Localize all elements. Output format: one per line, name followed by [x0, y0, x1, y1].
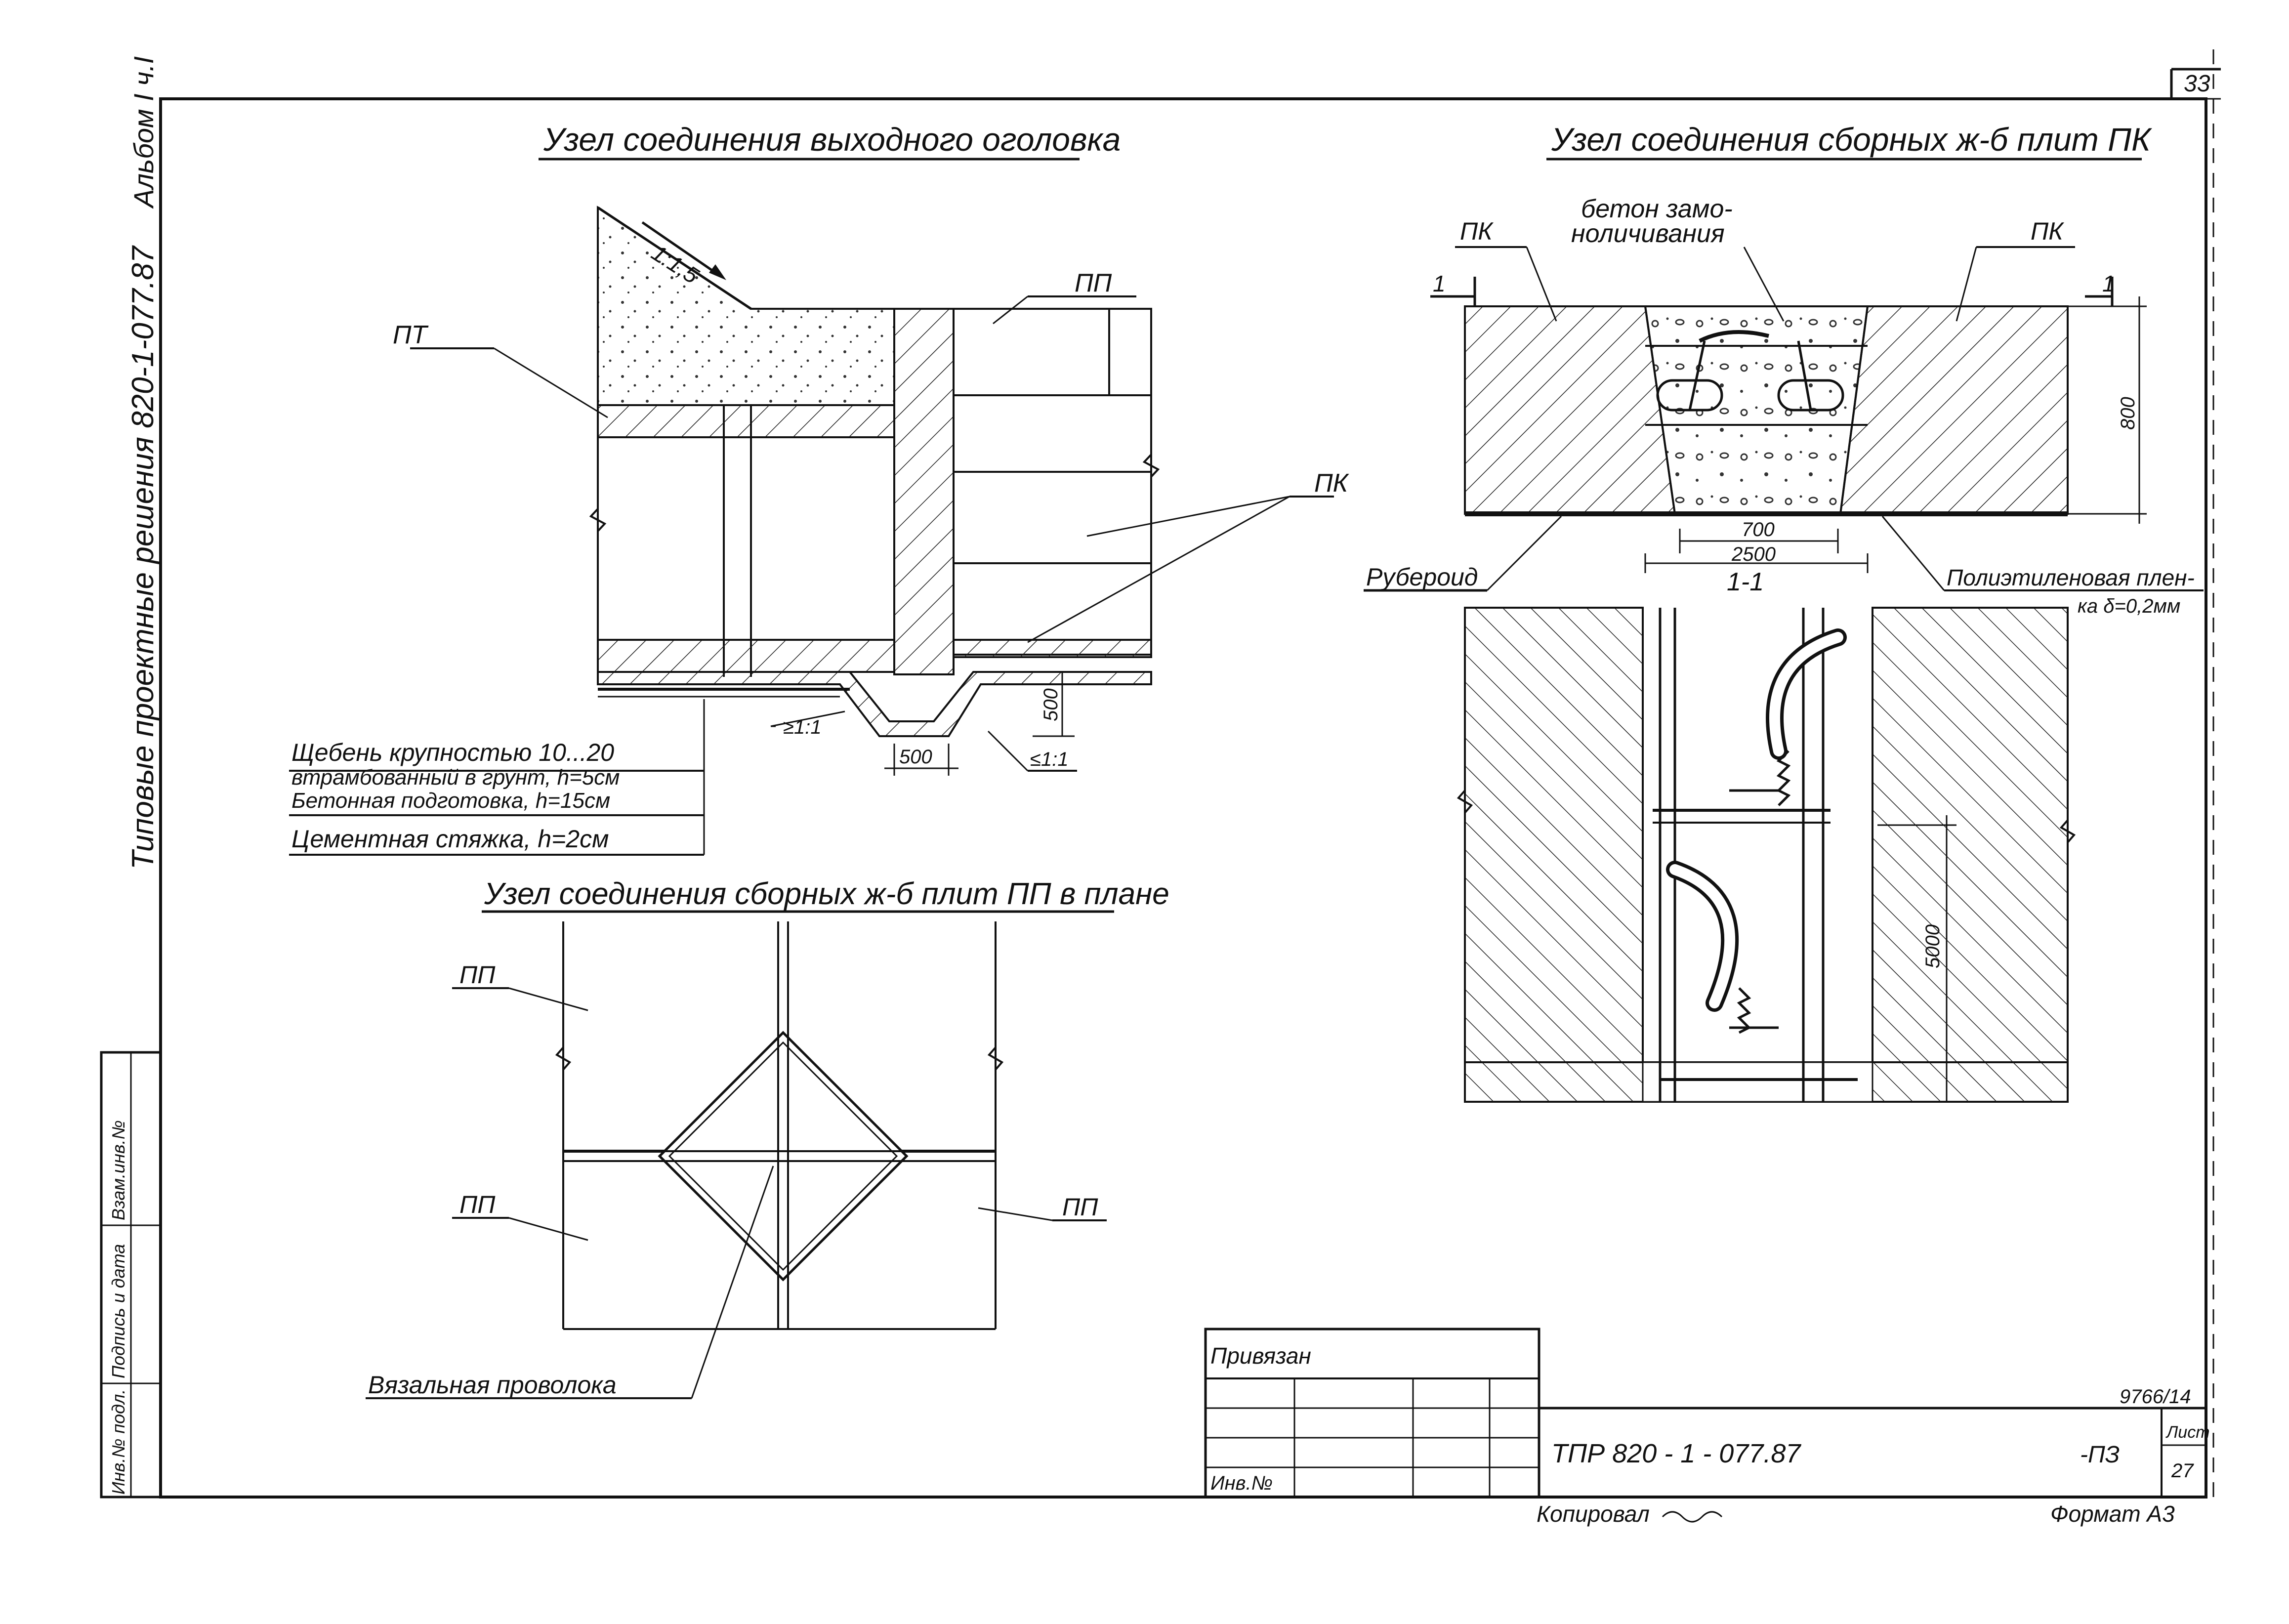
pp-plan-title: Узел соединения сборных ж-б плит ПП в пл…: [484, 877, 1169, 911]
film-label-2: ка δ=0,2мм: [2078, 595, 2180, 617]
page-number: 33: [2184, 71, 2210, 97]
tie-block-inv: Инв.№: [1210, 1472, 1273, 1494]
legend-line-2: втрамбованный в грунт, h=5см: [291, 765, 620, 790]
format-label: Формат А3: [2050, 1501, 2175, 1527]
sheet-code: -ПЗ: [2080, 1442, 2120, 1468]
head-node-drawing: [289, 206, 1334, 856]
legend-line-4: Цементная стяжка, h=2см: [291, 825, 609, 853]
label-pk-right: ПК: [2031, 217, 2064, 245]
label-pk-head: ПК: [1314, 469, 1350, 498]
copied-by: Копировал: [1537, 1501, 1650, 1527]
side-stamp: [100, 1051, 162, 1499]
head-slope-right: ≤1:1: [1030, 749, 1069, 770]
title-block: [1204, 1328, 2206, 1499]
ruberoid-label: Рубероид: [1366, 563, 1478, 591]
legend-line-1: Щебень крупностью 10...20: [291, 739, 614, 766]
head-dim-w: 500: [899, 746, 932, 768]
pk-dim-5000: 5000: [1922, 924, 1944, 968]
section-mark-left: 1: [1433, 271, 1446, 296]
tie-block-title: Привязан: [1210, 1343, 1311, 1369]
concrete-label-1: бетон замо-: [1581, 195, 1733, 223]
label-pp-head: ПП: [1075, 269, 1112, 297]
sheet-label: Лист: [2165, 1423, 2210, 1442]
pk-dim-2500: 2500: [1731, 543, 1776, 565]
pp-label-1: ПП: [459, 961, 496, 989]
section-title: 1-1: [1727, 568, 1764, 596]
head-dim-h: 500: [1040, 688, 1062, 721]
section-mark-right: 1: [2102, 271, 2115, 296]
head-slope-left: ≥1:1: [783, 716, 822, 738]
wire-label: Вязальная проволока: [368, 1371, 617, 1399]
pp-plan-drawing: [366, 921, 1107, 1399]
series-title: Типовые проектные решения 820-1-077.87: [126, 245, 160, 870]
concrete-label-2: ноличивания: [1571, 219, 1725, 248]
head-node-title: Узел соединения выходного оголовка: [543, 121, 1121, 158]
pk-node-drawing: [1364, 246, 2204, 1103]
copier-signature: [1662, 1511, 1723, 1523]
label-pt: ПТ: [393, 321, 429, 349]
side-stamp-vzam: Взам.инв.№: [108, 1120, 128, 1220]
pp-label-2: ПП: [459, 1191, 496, 1218]
designation: ТПР 820 - 1 - 077.87: [1551, 1439, 1801, 1468]
side-stamp-sign: Подпись и дата: [108, 1244, 128, 1378]
sheet-number: 27: [2171, 1460, 2194, 1482]
pk-dim-height: 800: [2117, 397, 2139, 430]
register-no: 9766/14: [2120, 1386, 2191, 1408]
film-label-1: Полиэтиленовая плен-: [1947, 565, 2195, 590]
legend-line-3: Бетонная подготовка, h=15см: [291, 789, 610, 813]
pp-label-3: ПП: [1062, 1193, 1098, 1221]
label-pk-left: ПК: [1460, 217, 1494, 245]
pk-dim-700: 700: [1742, 519, 1775, 541]
sheet-frame: [159, 49, 2221, 1507]
album-label: Альбом I ч.I: [128, 56, 159, 209]
pk-node-title: Узел соединения сборных ж-б плит ПК: [1551, 121, 2152, 158]
side-stamp-inv: Инв.№ подл.: [108, 1389, 128, 1495]
